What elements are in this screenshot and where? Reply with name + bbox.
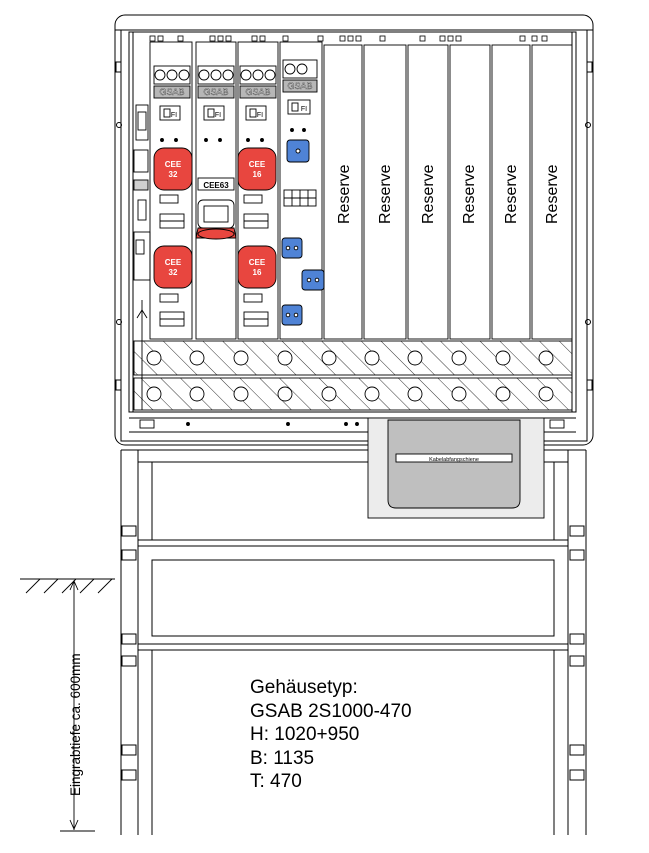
reserve-label-2: Reserve [377,164,394,224]
gland-hole [321,386,337,402]
cee16-bottom-label-2: 16 [253,268,262,277]
gland-hole [538,350,554,366]
housing-height: H: 1020+950 [250,724,360,745]
gland-hole [451,386,467,402]
gsab-label-2: GSAB [203,87,228,97]
gland-hole [495,386,511,402]
reserve-label-4: Reserve [461,164,478,224]
gland-hole [277,386,293,402]
gland-hole [451,350,467,366]
reserve-slots [323,44,573,340]
housing-width: B: 1135 [250,747,315,769]
reserve-label-3: Reserve [420,164,437,224]
housing-depth: T: 470 [250,771,302,792]
gland-hole [189,386,205,402]
gland-hole [364,350,380,366]
gland-hole [538,386,554,402]
housing-type-heading: Gehäusetyp: [250,677,358,698]
cee16-top-label-2: 16 [253,170,262,179]
gland-hole [407,386,423,402]
fi-label-1: FI [171,112,177,119]
gland-holes [146,350,554,402]
module-cee16 [237,41,279,340]
gland-hole [146,350,162,366]
gland-hole [146,386,162,402]
gland-hole [495,350,511,366]
module-schuko [279,41,325,340]
housing-info: Gehäusetyp: GSAB 2S1000-470 H: 1020+950 … [250,676,510,794]
module-cee32 [149,41,193,340]
gland-hole [189,350,205,366]
cee32-top-label-2: 32 [169,170,178,179]
gsab-label-1: GSAB [159,87,184,97]
cee32-top-label-1: CEE [165,160,182,169]
cable-catch-rail [367,417,545,519]
gsab-label-3: GSAB [245,87,270,97]
gland-hole [277,350,293,366]
reserve-label-5: Reserve [503,164,520,224]
fi-label-3: FI [257,112,263,119]
reserve-label-1: Reserve [336,164,353,224]
fi-label-2: FI [215,112,221,119]
cee32-bottom-label-2: 32 [169,268,178,277]
diagram-labels: GSAB GSAB GSAB GSAB FI FI FI FI CEE 32 C… [159,81,479,463]
module-cee63 [195,41,237,340]
fi-label-4: FI [301,106,307,113]
cee16-bottom-label-1: CEE [249,258,266,267]
upper-housing [114,14,594,446]
cee63-label: CEE63 [203,181,229,190]
cee16-top-label-1: CEE [249,160,266,169]
gland-hole [233,386,249,402]
gland-hole [407,350,423,366]
housing-type-value: GSAB 2S1000-470 [250,700,412,722]
cee32-bottom-label-1: CEE [165,258,182,267]
base-frame [120,449,587,835]
gland-hole [321,350,337,366]
cable-rail-label: Kabelabfangschiene [429,457,479,463]
top-terminal-marks [149,35,548,42]
reserve-label-6: Reserve [544,164,561,224]
ground-depth-indicator [20,578,115,832]
gland-hole [364,386,380,402]
burial-depth-label: Eingrabtiefe ca. 600mm [68,653,83,796]
gland-hole [233,350,249,366]
gsab-label-4: GSAB [287,81,312,91]
